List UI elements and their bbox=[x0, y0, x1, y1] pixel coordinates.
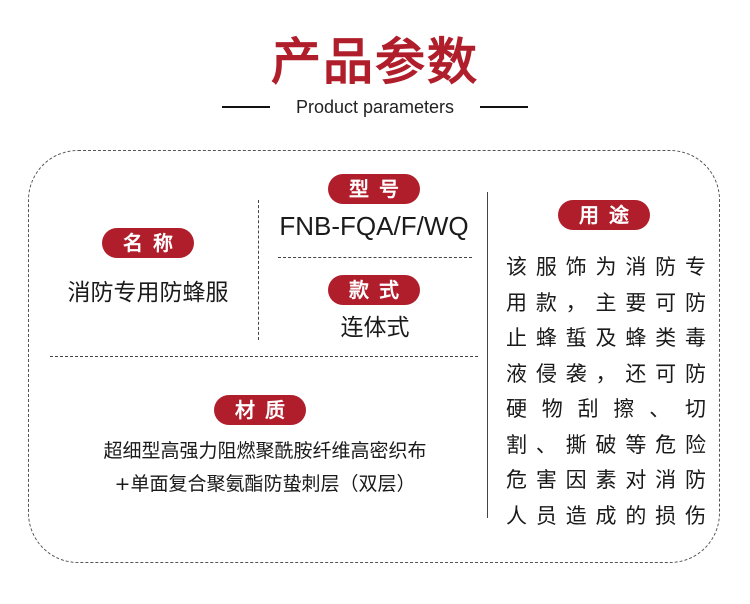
material-label-badge: 材质 bbox=[214, 395, 306, 425]
name-label-badge: 名称 bbox=[102, 228, 194, 258]
divider-model-style bbox=[278, 257, 472, 258]
divider-usage bbox=[487, 192, 488, 518]
usage-line: 硬物刮擦、切 bbox=[506, 397, 706, 421]
page-subtitle: Product parameters bbox=[295, 97, 455, 117]
style-label-badge: 款式 bbox=[328, 275, 420, 305]
material-line-2: +单面复合聚氨酯防蛰刺层（双层） bbox=[114, 473, 416, 495]
usage-line: 止蜂蜇及蜂类毒 bbox=[506, 326, 706, 350]
usage-description: 该服饰为消防专 用款，主要可防 止蜂蜇及蜂类毒 液侵袭，还可防 硬物刮擦、切 割… bbox=[506, 250, 706, 534]
usage-label-badge: 用途 bbox=[558, 200, 650, 230]
usage-line: 危害因素对消防 bbox=[506, 468, 706, 492]
divider-top-material bbox=[50, 356, 478, 357]
parameters-card bbox=[28, 150, 720, 563]
usage-line: 该服饰为消防专 bbox=[506, 255, 706, 279]
subtitle-right-rule bbox=[480, 106, 528, 108]
page-title: 产品参数 bbox=[271, 33, 479, 91]
model-label-badge: 型号 bbox=[328, 174, 420, 204]
model-value: FNB-FQA/F/WQ bbox=[279, 211, 469, 241]
style-value: 连体式 bbox=[340, 315, 410, 341]
subtitle-left-rule bbox=[222, 106, 270, 108]
usage-line: 割、撕破等危险 bbox=[506, 432, 706, 457]
divider-name-model bbox=[258, 200, 259, 340]
material-line-1: 超细型高强力阻燃聚酰胺纤维高密织布 bbox=[103, 440, 427, 462]
usage-line: 液侵袭，还可防 bbox=[506, 361, 706, 386]
subtitle-block: Product parameters bbox=[222, 96, 528, 118]
usage-line: 用款，主要可防 bbox=[506, 290, 706, 315]
usage-line: 人员造成的损伤 bbox=[506, 503, 706, 528]
name-value: 消防专用防蜂服 bbox=[67, 280, 229, 306]
